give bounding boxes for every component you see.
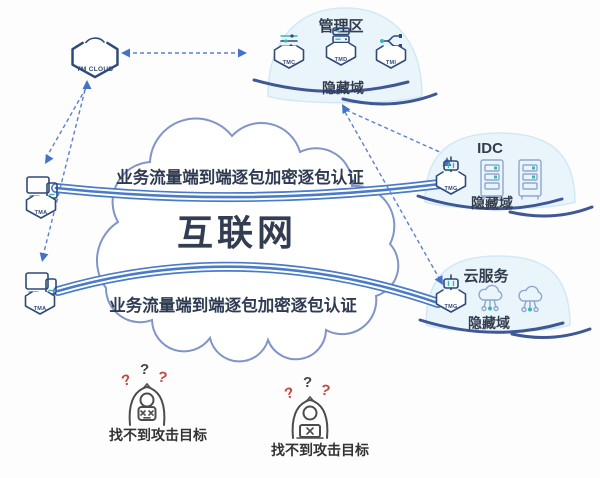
idc-zone: IDC 隐藏域 bbox=[416, 132, 594, 218]
chip-label: TMD bbox=[335, 57, 348, 63]
dashed-link-management-idc bbox=[345, 109, 443, 154]
hacker-with-laptop-icon bbox=[291, 395, 329, 439]
splitter-icon bbox=[380, 34, 402, 48]
tmd-node: TMD bbox=[325, 27, 357, 66]
hacker-icon bbox=[128, 382, 166, 426]
management-zone: 管理区 隐藏域 TMC TMD bbox=[252, 7, 438, 106]
question-mark: ? bbox=[319, 381, 332, 400]
ripple-arcs bbox=[252, 78, 438, 106]
tm-cloud-label: TM CLOUD bbox=[77, 66, 114, 73]
zone-title: 管理区 bbox=[318, 17, 363, 35]
tmi-node: TMI bbox=[375, 34, 407, 69]
question-mark: ? bbox=[283, 384, 296, 403]
question-mark: ? bbox=[140, 361, 149, 378]
pipe-bottom bbox=[53, 261, 443, 308]
question-mark: ? bbox=[120, 371, 133, 390]
question-mark: ? bbox=[156, 368, 169, 387]
pipe-top bbox=[51, 179, 445, 203]
attacker-1: ? ? ? bbox=[120, 361, 169, 426]
terminal-label: TMA bbox=[35, 210, 48, 216]
cloud-outline bbox=[96, 117, 400, 363]
cloud-service-gateway-node: TMG bbox=[435, 274, 467, 313]
zone-title: 云服务 bbox=[463, 267, 509, 285]
terminal-label: TMA bbox=[34, 306, 47, 312]
tmc-node: TMC bbox=[273, 34, 305, 69]
pipe-top-label: 业务流量端到端逐包加密逐包认证 bbox=[116, 167, 364, 187]
terminal-tma-1: TMA bbox=[25, 176, 58, 219]
cloud-network-icon bbox=[478, 284, 503, 312]
cloud-service-zone: 云服务 隐藏域 bbox=[418, 255, 592, 339]
hidden-domain-label: 隐藏域 bbox=[468, 315, 510, 331]
dashed-links bbox=[37, 48, 452, 288]
internet-cloud bbox=[96, 117, 400, 363]
gateway-label: TMG bbox=[444, 304, 457, 310]
ripple-arcs bbox=[418, 318, 592, 339]
pipe-bottom-label: 业务流量端到端逐包加密逐包认证 bbox=[109, 295, 357, 315]
chip-label: TMI bbox=[386, 60, 397, 66]
server-stack-icon bbox=[332, 27, 350, 44]
terminal-tma-2: TMA bbox=[24, 272, 57, 315]
sliders-icon bbox=[280, 34, 298, 48]
attacker-2-caption: 找不到攻击目标 bbox=[271, 442, 369, 458]
zone-title: IDC bbox=[477, 140, 503, 157]
hidden-domain-label: 隐藏域 bbox=[471, 195, 513, 211]
hidden-domain-label: 隐藏域 bbox=[322, 80, 364, 96]
internet-label: 互联网 bbox=[177, 212, 297, 253]
dashed-link-management-cloudservice bbox=[344, 111, 440, 279]
dashed-link-tmcloud-tma2 bbox=[42, 89, 86, 257]
cloud-network-icon bbox=[518, 285, 543, 313]
server-rack-icon bbox=[480, 159, 504, 200]
idc-gateway-node: TMG bbox=[435, 156, 467, 195]
ripple-arcs bbox=[416, 194, 594, 218]
question-mark: ? bbox=[303, 374, 312, 391]
attacker-1-caption: 找不到攻击目标 bbox=[109, 427, 207, 443]
attacker-2: ? ? ? bbox=[283, 374, 332, 439]
gateway-label: TMG bbox=[444, 186, 457, 192]
tm-cloud-node: TM CLOUD bbox=[71, 37, 119, 79]
server-rack-icon bbox=[518, 159, 542, 200]
chip-label: TMC bbox=[283, 60, 296, 66]
